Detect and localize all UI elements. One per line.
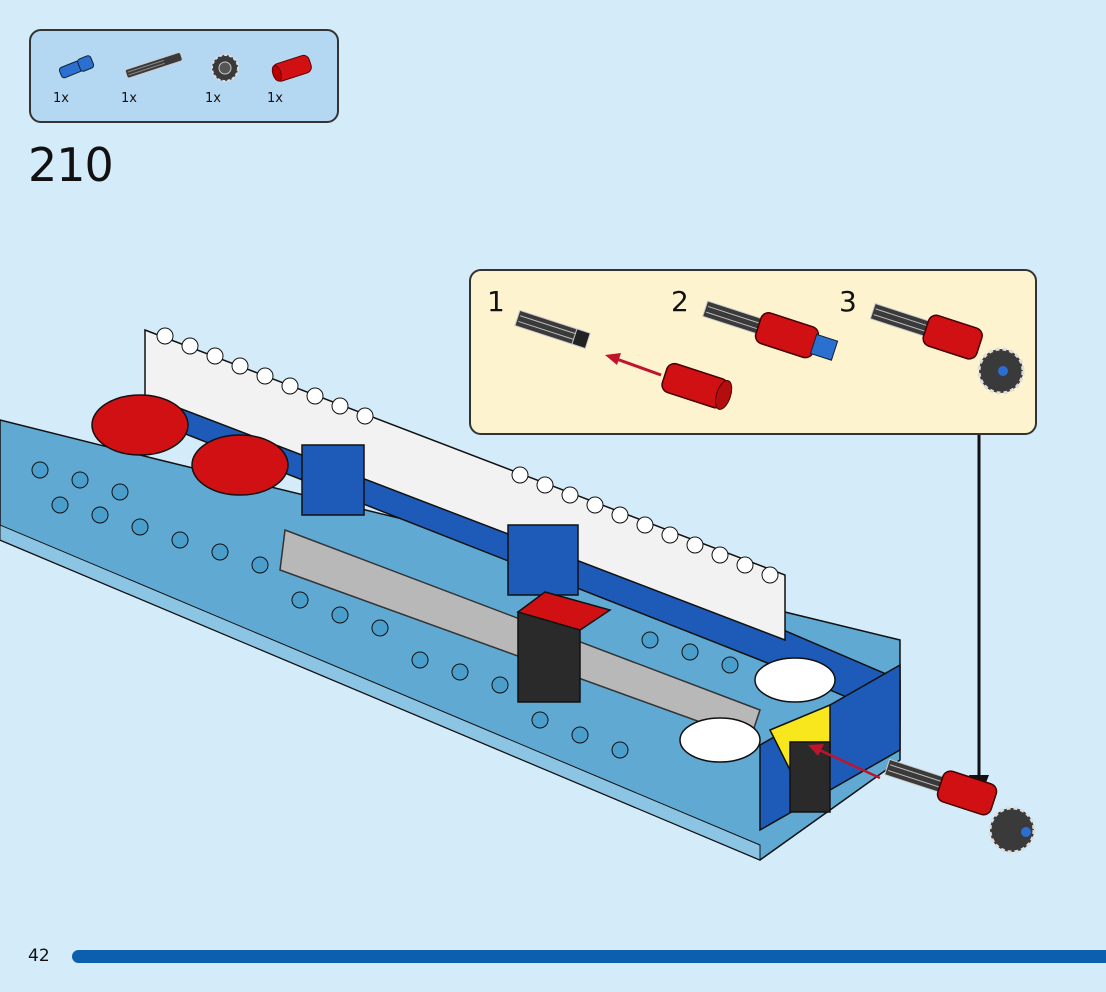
part-blue-axle-pin: 1x <box>53 51 123 111</box>
sub-step-number: 3 <box>839 285 857 318</box>
sub-assembly-callout: 1 2 3 <box>469 269 1037 435</box>
blue-brick <box>507 524 579 596</box>
black-technic-brick <box>789 741 831 813</box>
sub-assembly-illustration <box>514 300 1025 410</box>
main-model-illustration <box>0 327 1036 861</box>
finished-sub-assembly <box>884 758 998 816</box>
wall-studs <box>156 327 779 584</box>
gear-icon <box>988 806 1036 854</box>
white-round-plate <box>754 657 836 703</box>
part-qty: 1x <box>267 91 283 106</box>
dark-gray-axle-icon <box>124 51 183 79</box>
progress-bar <box>72 950 1106 963</box>
parts-list-box: 1x 1x 1x 1x <box>29 29 339 123</box>
sub-step-number: 2 <box>671 285 689 318</box>
page-number: 42 <box>28 946 50 966</box>
part-dark-gray-axle: 1x <box>121 51 191 111</box>
part-dark-gray-gear: 1x <box>205 51 275 111</box>
blue-brick <box>301 444 365 516</box>
base-studs <box>31 461 739 759</box>
part-qty: 1x <box>205 91 221 106</box>
sub-step-2-illustration <box>702 300 839 361</box>
part-red-axle-connector: 1x <box>267 51 337 111</box>
part-qty: 1x <box>53 91 69 106</box>
red-round-tile <box>91 394 189 456</box>
part-qty: 1x <box>121 91 137 106</box>
gear-icon <box>211 54 239 82</box>
sub-step-1-illustration <box>514 309 733 410</box>
sub-step-3-illustration <box>869 302 1025 395</box>
blue-axle-pin-icon <box>58 55 95 79</box>
insert-arrow <box>814 746 881 780</box>
step-number: 210 <box>28 138 114 192</box>
red-round-tile <box>191 434 289 496</box>
base-plate <box>0 419 901 861</box>
red-connector-icon <box>271 54 312 82</box>
red-plate <box>516 591 612 631</box>
sub-step-number: 1 <box>487 285 505 318</box>
white-round-plate <box>679 717 761 763</box>
